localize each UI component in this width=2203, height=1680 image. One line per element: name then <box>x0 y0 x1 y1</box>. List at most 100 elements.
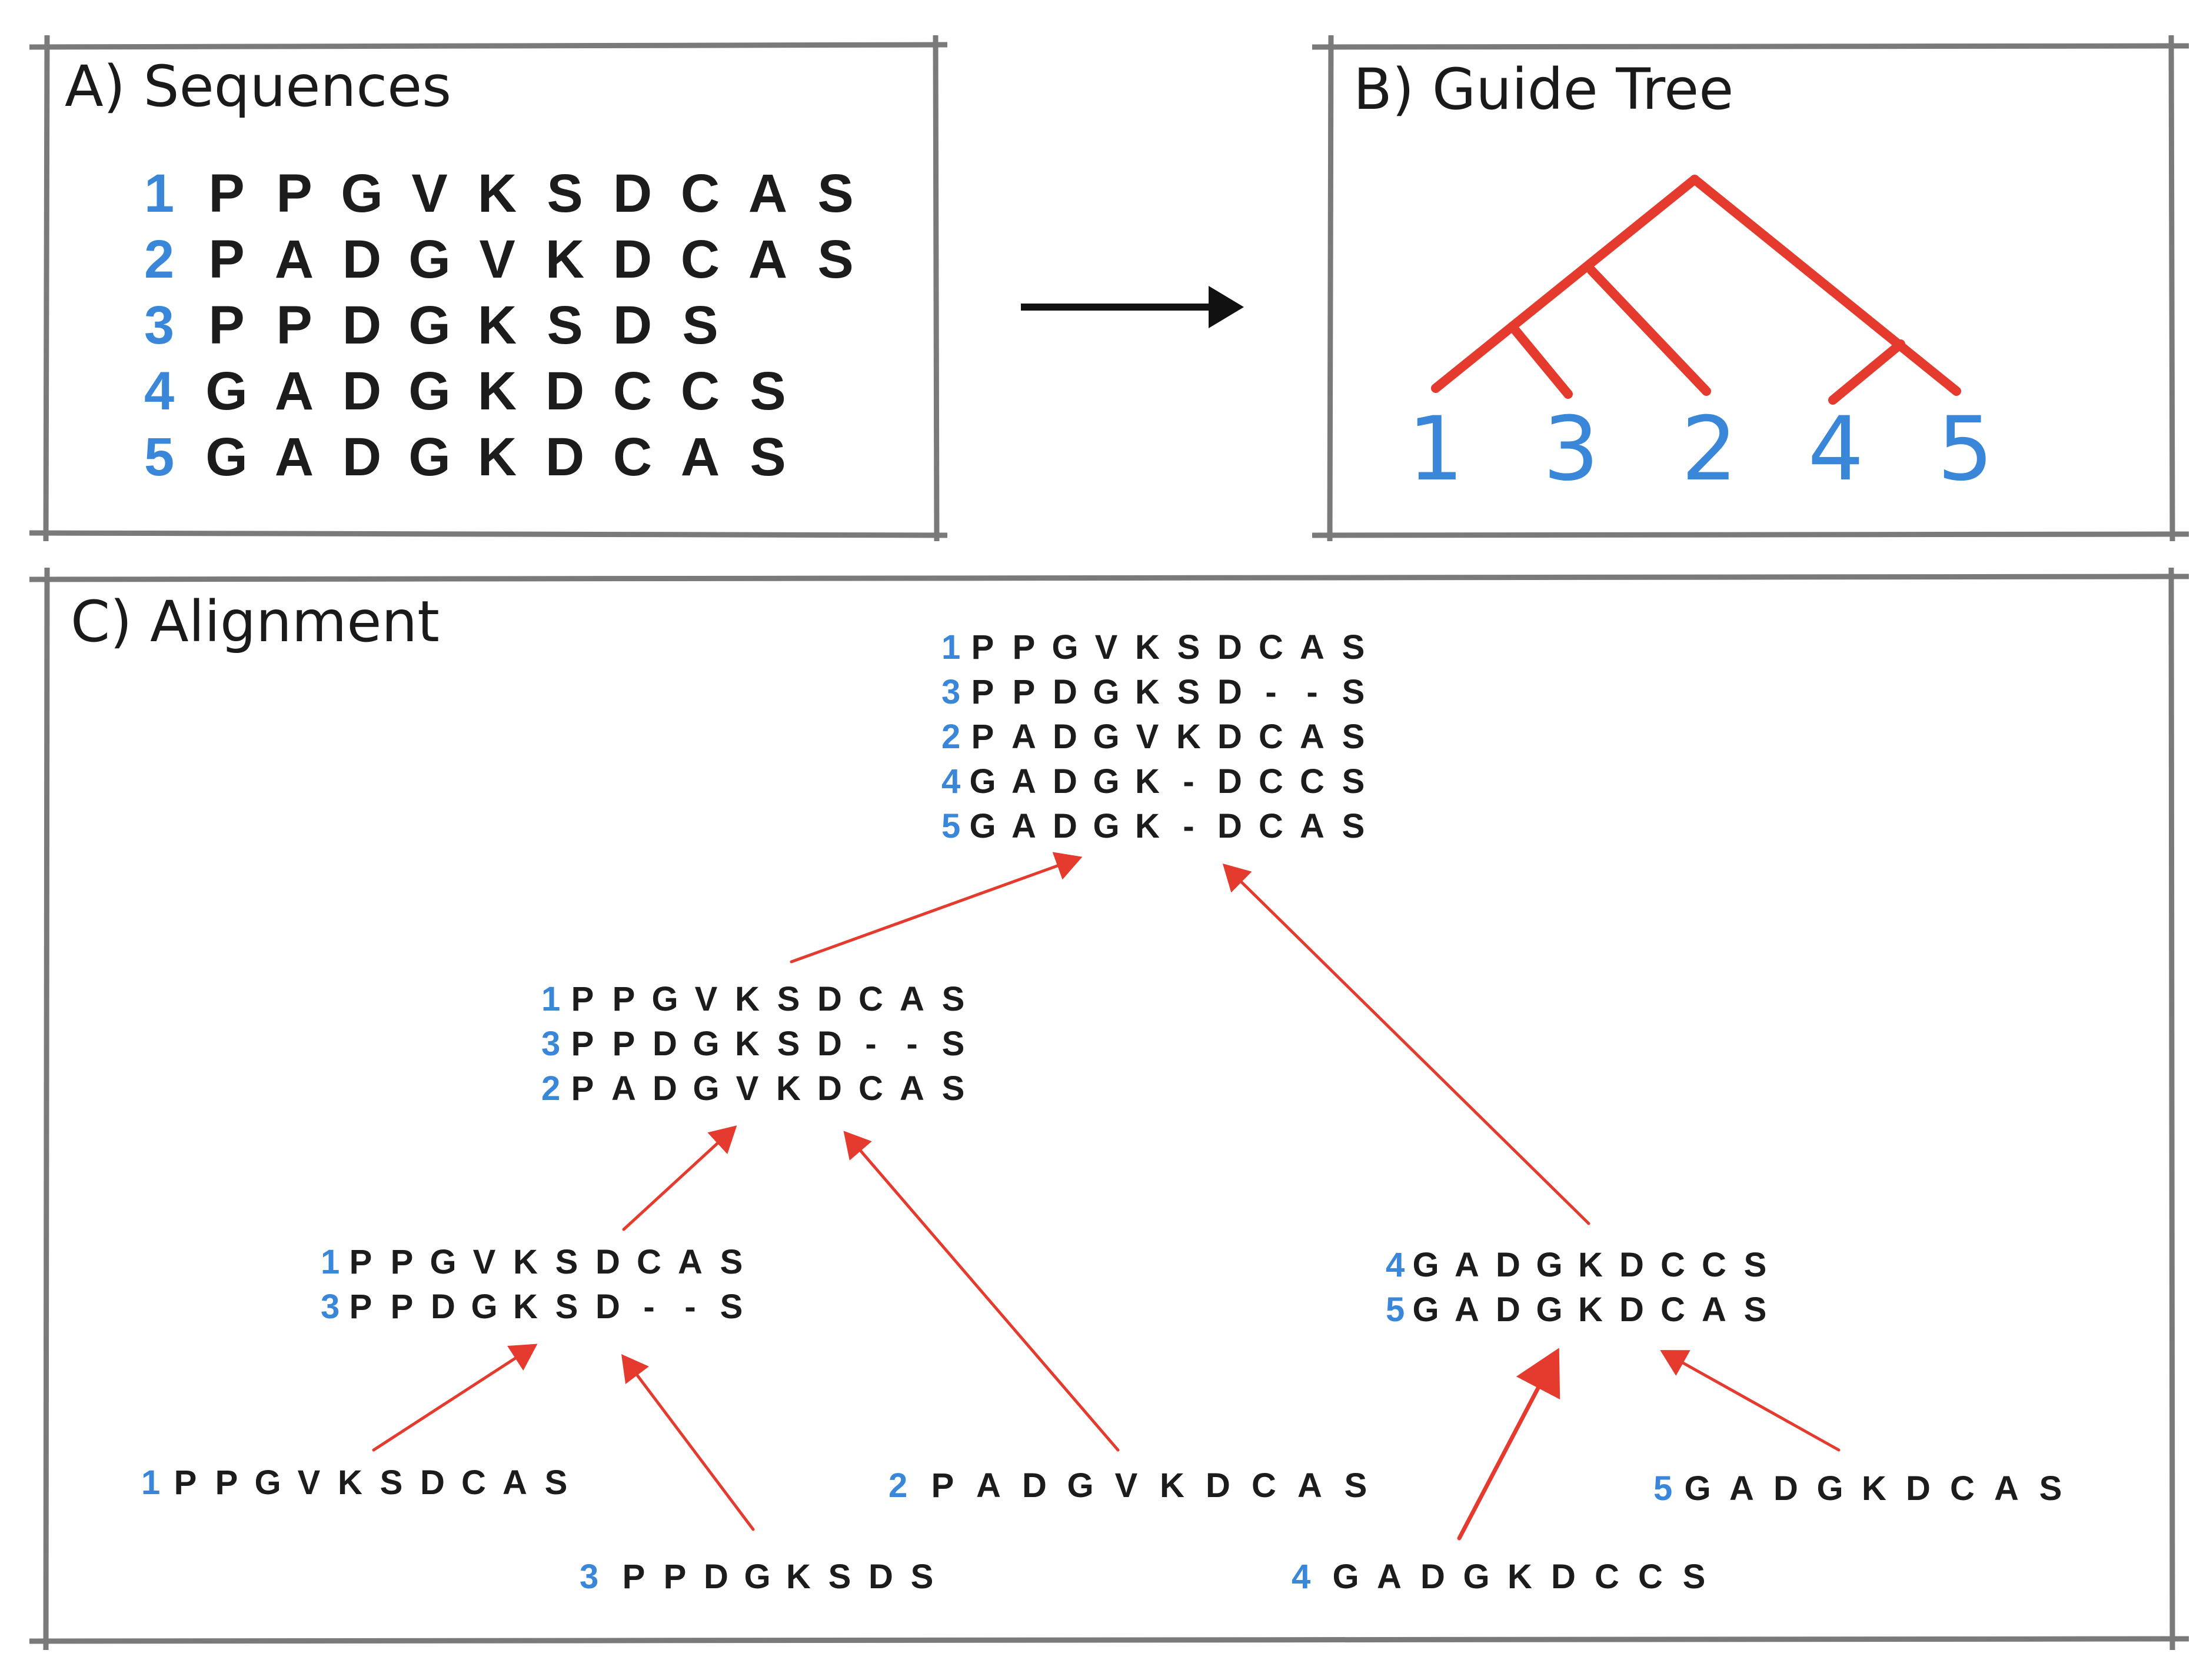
residue: S <box>1342 762 1365 801</box>
residue: G <box>1093 762 1119 801</box>
residue: K <box>478 164 517 224</box>
sequence-number: 4 <box>1292 1558 1310 1596</box>
sequence-number: 2 <box>941 718 960 756</box>
residue: G <box>1684 1469 1711 1508</box>
residue: C <box>1660 1246 1685 1284</box>
residue: K <box>1135 807 1160 845</box>
residue: K <box>735 980 760 1018</box>
residue: K <box>1578 1246 1603 1284</box>
residue: D <box>613 295 652 355</box>
residue: G <box>1536 1246 1562 1284</box>
residue: P <box>571 980 594 1018</box>
residue: G <box>969 807 996 845</box>
panel-c-frame <box>29 567 2189 1651</box>
residue: K <box>1176 718 1201 756</box>
residue: K <box>1160 1466 1184 1505</box>
residue: P <box>1013 673 1036 711</box>
tree-leaf-1: 1 <box>1407 398 1463 501</box>
gap-symbol: - <box>684 1288 695 1326</box>
residue: A <box>1297 1466 1322 1505</box>
residue: G <box>651 980 678 1018</box>
residue: S <box>545 1464 568 1502</box>
residue: C <box>681 164 720 224</box>
residue: K <box>478 361 517 421</box>
residue: D <box>653 1069 677 1108</box>
residue: S <box>817 164 853 224</box>
gap-symbol: - <box>1265 673 1276 711</box>
residue: S <box>1342 807 1365 845</box>
sequence-number: 1 <box>321 1243 340 1281</box>
residue: D <box>1496 1246 1520 1284</box>
residue: D <box>545 427 584 487</box>
residue: D <box>342 295 381 355</box>
sequence-number: 1 <box>141 1464 160 1502</box>
residue: S <box>777 1025 800 1063</box>
residue: V <box>298 1464 321 1502</box>
residue: G <box>1067 1466 1093 1505</box>
residue: P <box>215 1464 238 1502</box>
residue: C <box>1660 1291 1685 1329</box>
residue: A <box>1300 807 1325 845</box>
residue: G <box>408 427 451 487</box>
residue: D <box>1217 718 1242 756</box>
residue: P <box>391 1288 414 1326</box>
residue: S <box>750 361 786 421</box>
residue: A <box>611 1069 636 1108</box>
residue: K <box>513 1288 538 1326</box>
residue: G <box>1332 1558 1359 1596</box>
residue: P <box>613 1025 635 1063</box>
residue: P <box>276 164 312 224</box>
residue: D <box>342 361 381 421</box>
residue: C <box>1702 1246 1726 1284</box>
residue: K <box>1135 628 1160 666</box>
residue: K <box>776 1069 801 1108</box>
residue: D <box>817 1069 842 1108</box>
residue: D <box>1551 1558 1576 1596</box>
sequence-number: 3 <box>144 295 174 355</box>
residue: K <box>1508 1558 1532 1596</box>
residue: A <box>678 1243 703 1281</box>
tree-leaf-2: 2 <box>1681 398 1737 501</box>
sequence-number: 1 <box>144 164 174 224</box>
residue: A <box>976 1466 1001 1505</box>
residue: S <box>380 1464 403 1502</box>
residue: A <box>1455 1291 1479 1329</box>
sequence-number: 4 <box>1386 1246 1405 1284</box>
residue: S <box>720 1288 743 1326</box>
residue: P <box>931 1466 954 1505</box>
gap-symbol: - <box>1183 807 1194 845</box>
residue: G <box>1093 807 1119 845</box>
residue: G <box>254 1464 281 1502</box>
residue: G <box>744 1558 770 1596</box>
sequence-number: 2 <box>888 1466 907 1505</box>
sequence-number: 5 <box>941 807 960 845</box>
residue: D <box>595 1288 620 1326</box>
residue: G <box>205 427 248 487</box>
residue: A <box>1011 762 1036 801</box>
residue: K <box>513 1243 538 1281</box>
residue: P <box>971 673 994 711</box>
tree-leaf-4: 4 <box>1808 398 1863 501</box>
residue: D <box>653 1025 677 1063</box>
arrow-leaf3-to-pair13 <box>621 1354 755 1531</box>
residue: G <box>1051 628 1078 666</box>
residue: A <box>1011 718 1036 756</box>
residue: S <box>1177 673 1200 711</box>
residue: G <box>408 295 451 355</box>
residue: C <box>858 1069 883 1108</box>
residue: A <box>275 229 314 289</box>
tree-leaf-5: 5 <box>1937 398 1993 501</box>
residue: G <box>408 361 451 421</box>
residue: A <box>681 427 720 487</box>
